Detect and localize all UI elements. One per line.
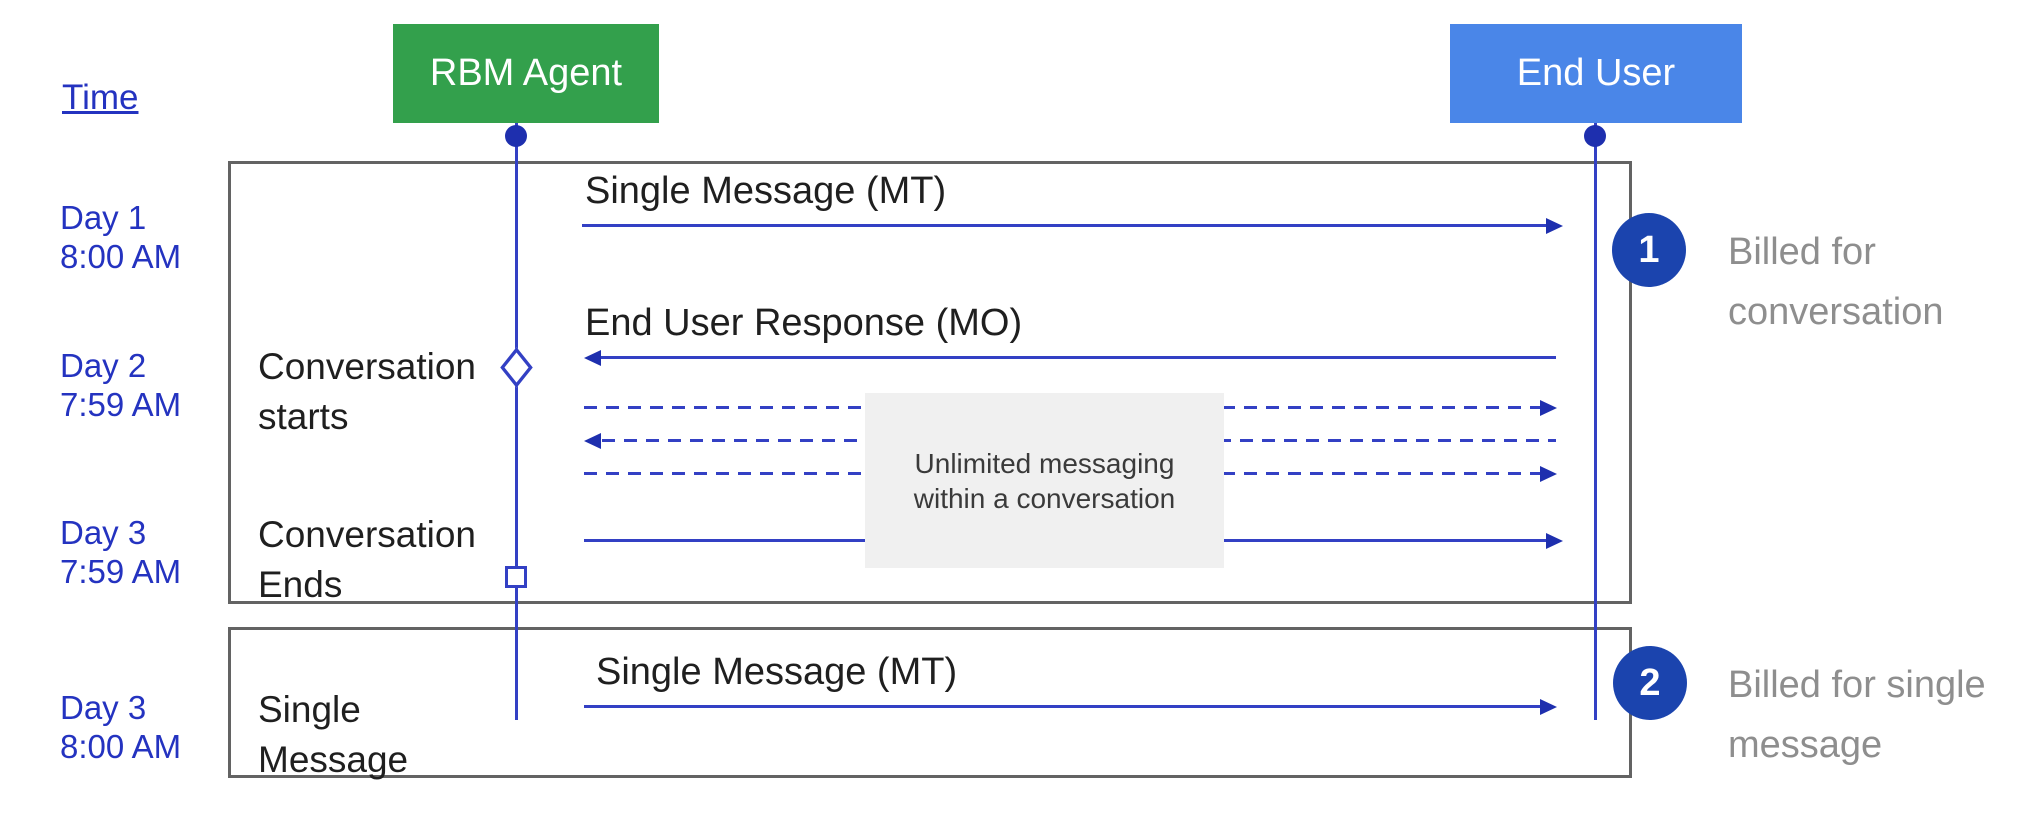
- arrowhead-right-icon: [1540, 466, 1557, 482]
- billing-badge-2-number: 2: [1639, 661, 1661, 704]
- note-line-1: Unlimited messaging: [914, 447, 1175, 479]
- end-user-lifeline: [1594, 123, 1597, 720]
- conversation-starts-line2: starts: [258, 396, 349, 437]
- conversation-ends-line2: Ends: [258, 564, 343, 605]
- billing-caption-1: Billed for conversation: [1728, 222, 1943, 342]
- billing-caption-1-line2: conversation: [1728, 291, 1944, 333]
- single-message-label: Single Message: [258, 685, 408, 785]
- actor-rbm-agent-label: RBM Agent: [429, 52, 623, 94]
- time-marker-day: Day 2: [60, 347, 147, 384]
- rbm-agent-lifeline: [515, 123, 518, 720]
- actor-rbm-agent: RBM Agent: [393, 24, 659, 123]
- time-marker-day1: Day 1 8:00 AM: [60, 198, 181, 276]
- time-marker-day: Day 3: [60, 514, 147, 551]
- time-marker-time: 7:59 AM: [60, 386, 182, 423]
- message-mo-line: [600, 356, 1556, 359]
- billing-caption-1-line1: Billed for: [1728, 231, 1876, 273]
- note-line-2: within a conversation: [913, 482, 1176, 514]
- arrowhead-right-icon: [1540, 699, 1557, 715]
- actor-end-user: End User: [1450, 24, 1742, 123]
- conversation-starts-line1: Conversation: [258, 346, 477, 387]
- time-marker-day: Day 1: [60, 199, 147, 236]
- message-mt2-line: [584, 705, 1540, 708]
- time-marker-time: 7:59 AM: [60, 553, 182, 590]
- conversation-ends-label: Conversation Ends: [258, 510, 476, 610]
- billing-badge-1: 1: [1612, 213, 1686, 287]
- arrowhead-left-icon: [584, 350, 601, 366]
- arrowhead-right-icon: [1540, 400, 1557, 416]
- message-mo-label: End User Response (MO): [585, 302, 1023, 344]
- single-message-line2: Message: [258, 739, 409, 780]
- single-message-line1: Single: [258, 689, 361, 730]
- billing-caption-2-line1: Billed for single: [1728, 664, 1986, 706]
- time-marker-day: Day 3: [60, 689, 147, 726]
- billing-caption-2-line2: message: [1728, 724, 1883, 766]
- conversation-starts-label: Conversation starts: [258, 342, 476, 442]
- arrowhead-right-icon: [1546, 218, 1563, 234]
- conversation-frame: [228, 161, 1632, 604]
- billing-badge-2: 2: [1613, 646, 1687, 720]
- arrowhead-right-icon: [1546, 533, 1563, 549]
- time-axis-label: Time: [62, 78, 139, 117]
- time-marker-time: 8:00 AM: [60, 238, 182, 275]
- rbm-agent-lifeline-dot-icon: [505, 125, 527, 147]
- billing-caption-2: Billed for single message: [1728, 655, 1986, 775]
- end-user-lifeline-dot-icon: [1584, 125, 1606, 147]
- conversation-end-marker-icon: [505, 566, 527, 588]
- time-marker-day3-single: Day 3 8:00 AM: [60, 688, 181, 766]
- time-marker-day2: Day 2 7:59 AM: [60, 346, 181, 424]
- unlimited-messaging-note: Unlimited messaging within a conversatio…: [865, 393, 1224, 568]
- arrowhead-left-icon: [584, 433, 601, 449]
- conversation-ends-line1: Conversation: [258, 514, 477, 555]
- message-mt2-label: Single Message (MT): [596, 651, 958, 693]
- single-message-frame: [228, 627, 1632, 778]
- message-mt-label: Single Message (MT): [585, 170, 947, 212]
- time-marker-day3-end: Day 3 7:59 AM: [60, 513, 181, 591]
- message-mt-line: [582, 224, 1546, 227]
- actor-end-user-label: End User: [1516, 52, 1676, 94]
- time-marker-time: 8:00 AM: [60, 728, 182, 765]
- billing-badge-1-number: 1: [1638, 228, 1660, 271]
